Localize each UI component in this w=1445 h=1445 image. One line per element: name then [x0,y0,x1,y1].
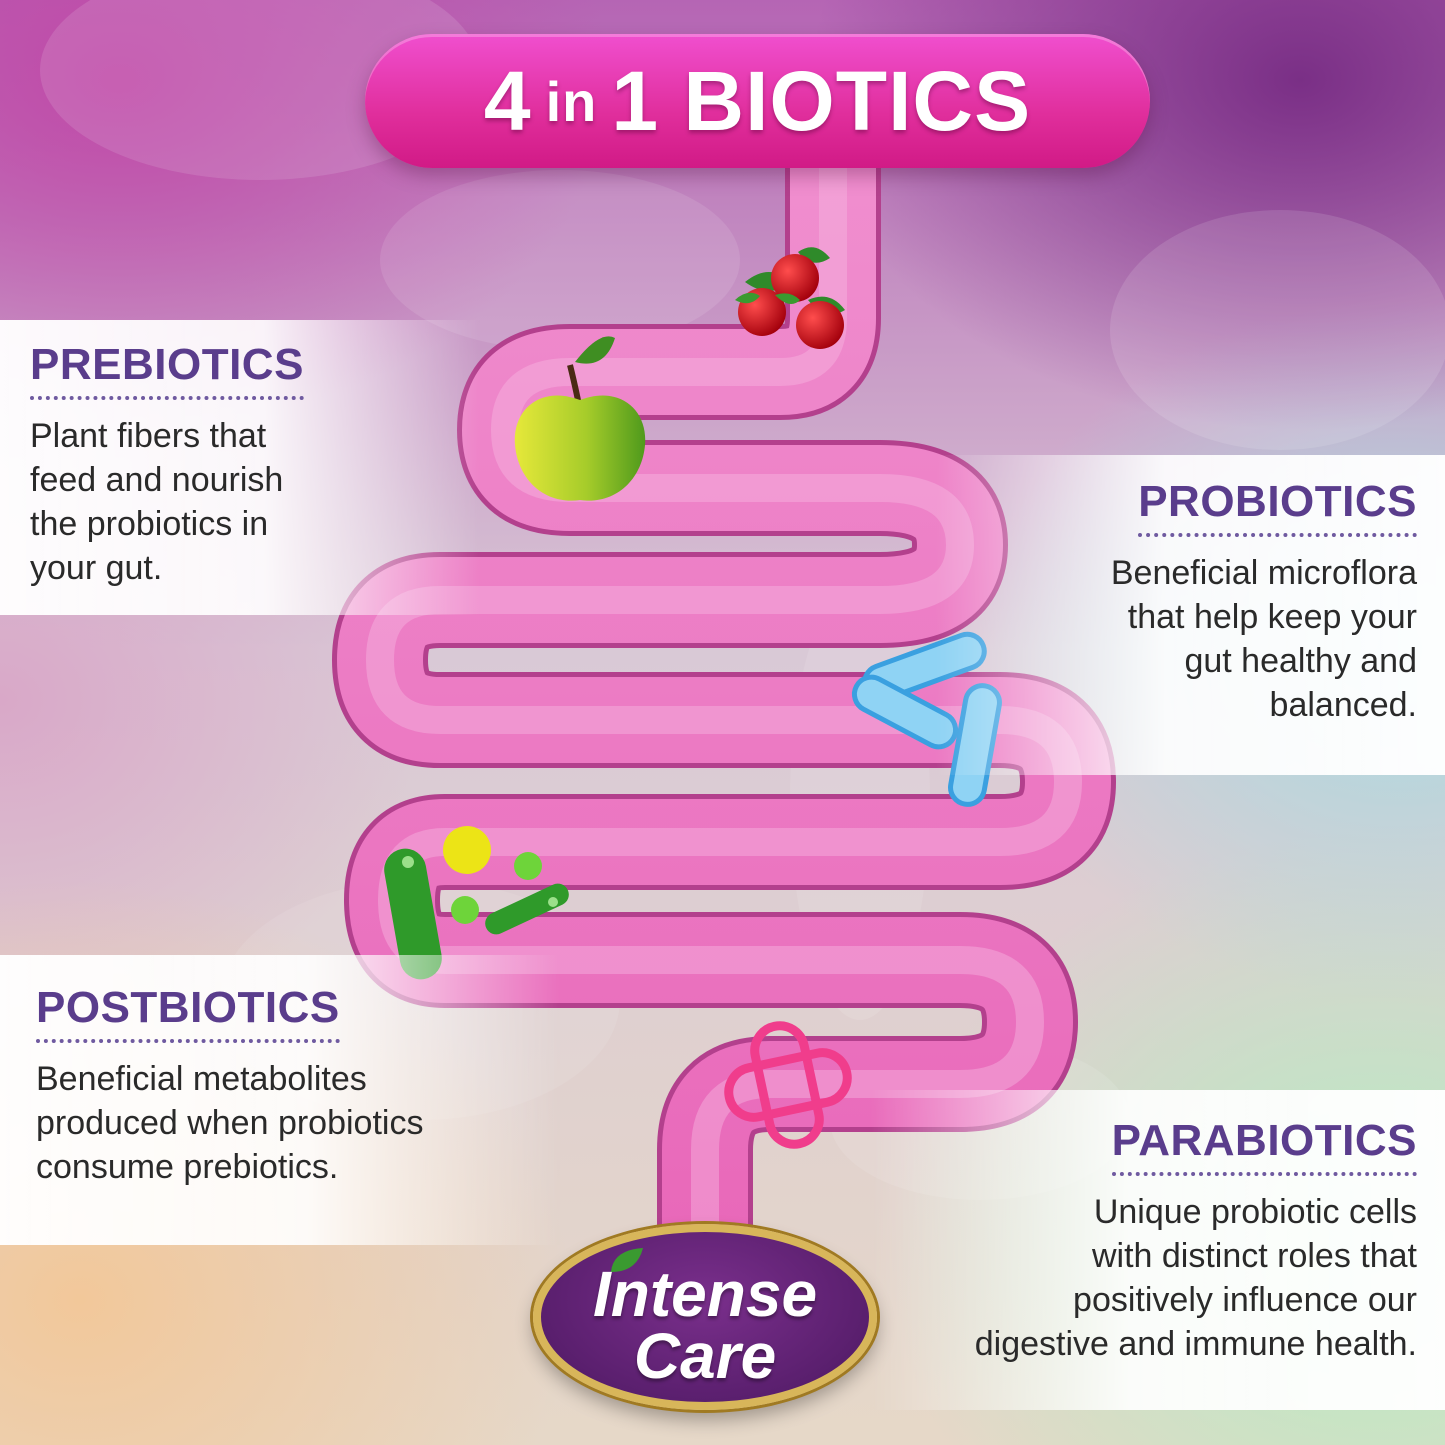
postbiotics-heading: POSTBIOTICS [36,983,340,1043]
parabiotics-description: Unique probiotic cells with distinct rol… [974,1193,1417,1363]
parabiotics-panel: PARABIOTICS Unique probiotic cells with … [870,1090,1445,1410]
brand-logo: Intense Care [533,1224,877,1410]
page-title: 4 in 1 BIOTICS [365,34,1150,168]
postbiotics-description: Beneficial metabolites produced when pro… [36,1060,424,1186]
apple-icon [514,336,646,501]
title-middle: in [545,69,598,133]
parabiotics-heading: PARABIOTICS [1111,1116,1417,1176]
cranberries-icon [735,247,845,349]
intestine-tube-highlight [366,126,1082,1314]
probiotics-heading: PROBIOTICS [1138,477,1417,537]
green-bacteria-icon [384,826,569,980]
probiotics-panel: PROBIOTICS Beneficial microflora that he… [935,455,1445,775]
brand-name-line2: Care [633,1320,777,1392]
leaf-icon [611,1248,643,1272]
prebiotics-heading: PREBIOTICS [30,340,304,400]
intestine-diagram [332,92,1116,1348]
title-suffix: 1 BIOTICS [611,53,1032,148]
prebiotics-panel: PREBIOTICS Plant fibers that feed and no… [0,320,480,615]
brand-name-line1: Intense [592,1258,818,1330]
prebiotics-description: Plant fibers that feed and nourish the p… [30,417,284,587]
title-prefix: 4 [483,53,532,148]
intestine-tube-fill [337,97,1111,1343]
postbiotics-panel: POSTBIOTICS Beneficial metabolites produ… [0,955,560,1245]
pink-cells-icon [724,1021,852,1149]
probiotics-description: Beneficial microflora that help keep you… [1110,554,1417,724]
